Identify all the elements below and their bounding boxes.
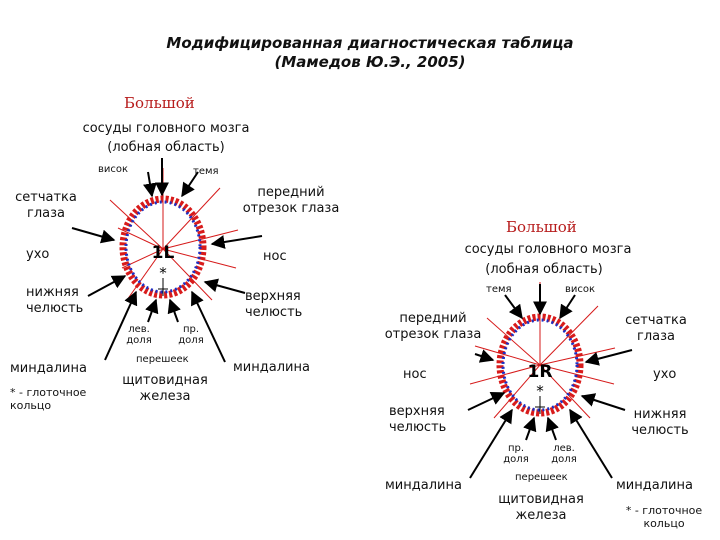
- right-right-lobe-label: пр. доля: [503, 443, 529, 465]
- left-nose-label: нос: [263, 249, 287, 264]
- right-isthmus-label: перешеек: [515, 472, 568, 483]
- left-temple-label: висок: [98, 164, 129, 175]
- right-nose-label: нос: [403, 367, 427, 382]
- right-temple-label: висок: [565, 284, 596, 295]
- right-iris-mark: 1R: [528, 362, 553, 382]
- left-arrows: [71, 158, 263, 363]
- right-arrows: [467, 284, 633, 479]
- right-asterisk: *: [536, 382, 544, 400]
- left-iris-inner-ring: [124, 200, 202, 294]
- right-upper-jaw-label: верхняя челюсть: [389, 404, 447, 435]
- left-crown-label: темя: [193, 166, 219, 177]
- page-title: Модифицированная диагностическая таблица: [166, 34, 574, 52]
- left-radial-lines: [109, 168, 239, 301]
- left-thyroid-label: щитовидная железа: [122, 373, 208, 404]
- right-iris-outer-ring: [496, 313, 584, 417]
- right-big-label: Большой: [506, 218, 577, 236]
- right-thyroid-label: щитовидная железа: [498, 492, 584, 523]
- right-vessels-label: сосуды головного мозга: [464, 242, 632, 257]
- right-tonsil-right-label: миндалина: [616, 478, 693, 493]
- left-ear-label: ухо: [26, 247, 50, 262]
- right-iris-group: 1R *: [469, 282, 616, 419]
- left-tonsil-left-label: миндалина: [10, 361, 87, 376]
- left-iris-mark: 1L: [152, 243, 175, 263]
- left-upper-jaw-label: верхняя челюсть: [245, 289, 303, 320]
- left-anterior-label: передний отрезок глаза: [242, 185, 340, 216]
- right-anterior-label: передний отрезок глаза: [384, 311, 482, 342]
- right-iris-inner-ring: [501, 318, 579, 412]
- left-vessels-label: сосуды головного мозга: [82, 121, 250, 136]
- left-iris-outer-ring: [119, 195, 207, 299]
- right-crown-label: темя: [486, 284, 512, 295]
- left-iris-group: 1L *: [109, 168, 239, 301]
- right-frontal-label: (лобная область): [485, 262, 603, 277]
- left-asterisk: *: [159, 264, 167, 282]
- right-tonsil-left-label: миндалина: [385, 478, 462, 493]
- left-left-lobe-label: лев. доля: [126, 324, 152, 346]
- left-tonsil-right-label: миндалина: [233, 360, 310, 375]
- left-isthmus-label: перешеек: [136, 354, 189, 365]
- page-subtitle: (Мамедов Ю.Э., 2005): [274, 53, 466, 71]
- right-retina-label: сетчатка глаза: [625, 313, 687, 344]
- left-right-lobe-label: пр. доля: [178, 324, 204, 346]
- left-footnote: * - глоточное кольцо: [10, 386, 87, 412]
- right-ear-label: ухо: [653, 367, 677, 382]
- right-footnote: * - глоточное кольцо: [625, 504, 703, 530]
- left-big-label: Большой: [124, 94, 195, 112]
- left-retina-label: сетчатка глаза: [15, 190, 77, 221]
- left-lower-jaw-label: нижняя челюсть: [26, 285, 84, 316]
- right-left-lobe-label: лев. доля: [551, 443, 577, 465]
- left-frontal-label: (лобная область): [107, 140, 225, 155]
- right-lower-jaw-label: нижняя челюсть: [631, 407, 689, 438]
